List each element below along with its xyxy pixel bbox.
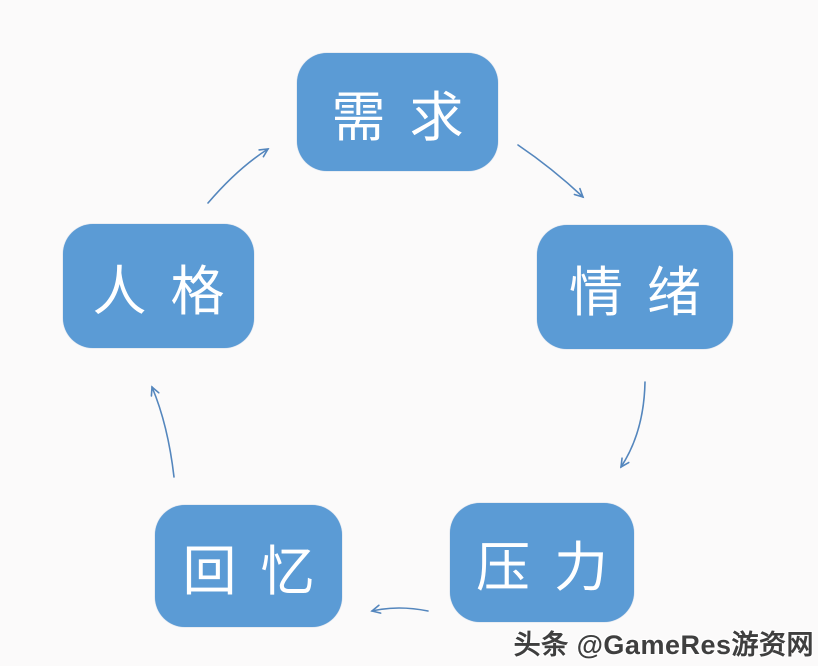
node-needs: 需求 [297,53,498,171]
node-emotion: 情绪 [537,225,733,349]
node-personality-label: 人格 [92,261,249,322]
node-needs-label: 需求 [331,87,488,148]
node-emotion-label: 情绪 [569,262,725,323]
arrow-emotion-to-pressure [620,381,646,469]
arrow-needs-to-emotion [517,144,585,199]
node-pressure-label: 压力 [476,538,632,598]
node-memory-label: 回忆 [182,541,339,602]
arrow-memory-to-personality [150,385,175,478]
arrow-pressure-to-memory [370,604,429,614]
node-memory: 回忆 [155,505,342,627]
watermark: 头条 @GameRes游资网 [513,630,814,660]
node-personality: 人格 [63,224,254,348]
node-pressure: 压力 [450,503,634,622]
arrow-personality-to-needs [207,148,270,204]
